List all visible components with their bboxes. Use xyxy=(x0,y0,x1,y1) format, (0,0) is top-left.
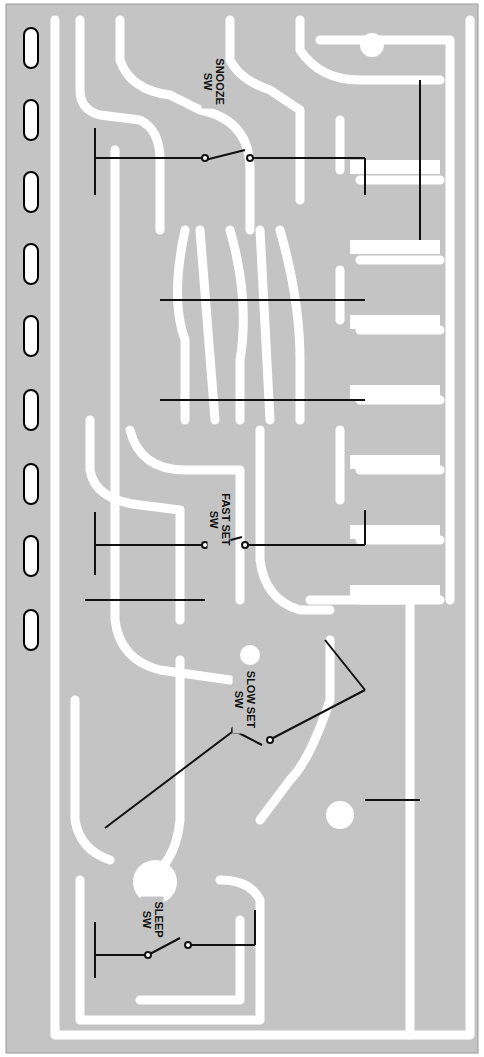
connector-pads xyxy=(350,160,440,599)
mounting-holes xyxy=(133,33,384,904)
edge-slots xyxy=(24,28,38,650)
switch-label: SLOW SET SW xyxy=(232,666,255,734)
switch-symbols xyxy=(95,128,365,978)
board xyxy=(6,4,478,1053)
jumper-wires xyxy=(85,80,420,800)
switch-label: SLEEP SW xyxy=(140,897,163,943)
copper-traces xyxy=(55,20,470,1035)
switch-label: SNOOZE SW xyxy=(201,55,224,109)
switch-label: FAST SET SW xyxy=(207,487,230,553)
